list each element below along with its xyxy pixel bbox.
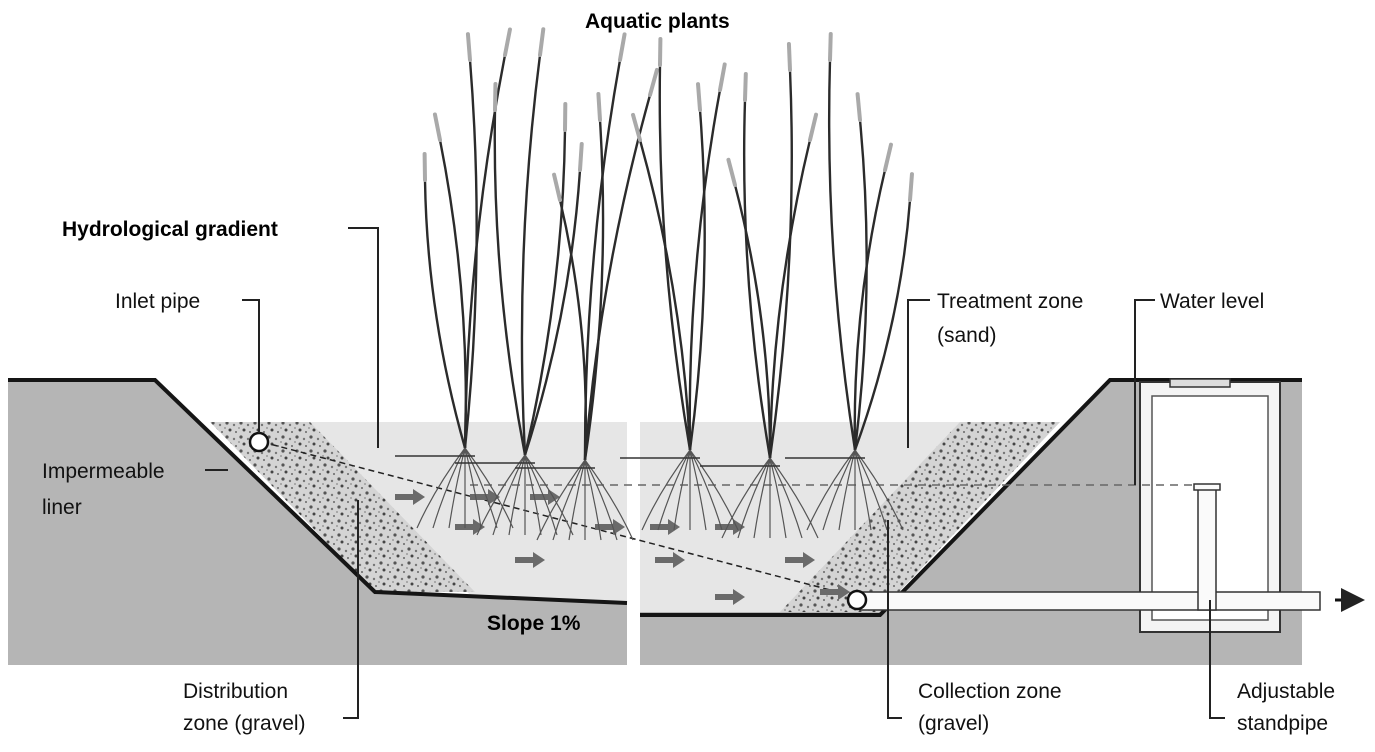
flow-arrow — [820, 584, 850, 600]
reed-flower-spike — [648, 67, 659, 97]
label-adjustable-standpipe-line1: Adjustable — [1237, 680, 1335, 703]
outlet-pipe-opening — [846, 589, 868, 611]
reed-stem — [523, 129, 567, 456]
flow-arrow — [515, 552, 545, 568]
reed-stem — [853, 119, 868, 451]
flow-arrow — [650, 519, 680, 535]
flow-arrow — [595, 519, 625, 535]
reed-stem — [638, 139, 692, 451]
reed-stem — [688, 89, 722, 451]
reed-flower-spike — [552, 172, 562, 202]
flow-arrow — [395, 489, 425, 505]
reed-stem — [558, 199, 588, 461]
label-inlet-pipe: Inlet pipe — [115, 290, 200, 313]
leader-lines — [205, 227, 1225, 719]
ground-left — [8, 380, 627, 665]
flow-arrow — [715, 519, 745, 535]
flow-arrow — [715, 589, 745, 605]
flow-arrow — [785, 552, 815, 568]
label-treatment-zone-line2: (sand) — [937, 324, 997, 347]
reed-stem — [523, 169, 582, 456]
label-distribution-zone-line1: Distribution — [183, 680, 288, 703]
reed-stem — [853, 169, 887, 451]
flow-arrow — [530, 489, 560, 505]
leader-treatment-zone — [907, 299, 930, 448]
collection-zone-gravel — [780, 422, 1060, 612]
leader-distribution-zone — [343, 500, 359, 719]
label-slope: Slope 1% — [487, 612, 581, 635]
reed-flower-spike — [908, 172, 914, 202]
chamber-lid — [1169, 378, 1231, 388]
reed-stem — [583, 119, 605, 461]
reed-flower-spike — [631, 112, 642, 142]
label-impermeable-liner-line1: Impermeable — [42, 460, 165, 483]
reed-flower-spike — [696, 82, 702, 112]
reed-flower-spike — [808, 112, 819, 142]
label-hydrological-gradient: Hydrological gradient — [62, 218, 278, 241]
reed-stem — [827, 59, 857, 451]
reed-flower-spike — [786, 42, 792, 72]
reed-flower-spike — [828, 32, 833, 62]
label-aquatic-plants: Aquatic plants — [585, 10, 730, 33]
leader-hydrological-gradient — [348, 227, 379, 448]
reed-stem — [423, 179, 467, 449]
reed-flower-spike — [618, 32, 627, 62]
reed-flower-spike — [743, 72, 748, 102]
flow-arrow — [455, 519, 485, 535]
impermeable-liner-left — [8, 378, 628, 605]
reed-flower-spike — [578, 142, 584, 172]
label-distribution-zone-line2: zone (gravel) — [183, 712, 306, 735]
distribution-zone-gravel — [210, 422, 475, 592]
label-collection-zone-line1: Collection zone — [918, 680, 1062, 703]
reed-stem — [742, 99, 772, 459]
label-collection-zone-line2: (gravel) — [918, 712, 989, 735]
reed-stem — [853, 199, 912, 451]
reed-stem — [520, 54, 542, 456]
reed-stem — [583, 94, 652, 461]
label-impermeable-liner-line2: liner — [42, 496, 82, 519]
reed-flower-spike — [465, 32, 472, 62]
reed-stem — [493, 109, 527, 456]
reed-stem — [733, 184, 772, 459]
flow-arrow — [470, 489, 500, 505]
leader-adjustable-standpipe — [1209, 600, 1225, 719]
label-adjustable-standpipe-line2: standpipe — [1237, 712, 1328, 735]
flow-arrows — [395, 489, 850, 605]
reed-flower-spike — [596, 92, 602, 122]
reed-stem — [438, 139, 468, 449]
leader-water-level — [1134, 299, 1155, 485]
reed-flower-spike — [538, 27, 546, 57]
reed-stem — [658, 64, 692, 451]
label-treatment-zone-line1: Treatment zone — [937, 290, 1083, 313]
reed-flower-spike — [432, 112, 442, 142]
reed-stem — [768, 69, 793, 459]
reed-flower-spike — [855, 92, 862, 122]
reed-stem — [768, 139, 812, 459]
leader-collection-zone — [887, 520, 902, 719]
reed-flower-spike — [718, 62, 727, 92]
aquatic-plants-reeds — [395, 27, 914, 541]
reed-flower-spike — [503, 27, 512, 57]
flow-arrow — [655, 552, 685, 568]
inlet-pipe-opening — [248, 431, 270, 453]
leader-inlet-pipe — [242, 299, 260, 433]
label-water-level: Water level — [1160, 290, 1264, 313]
reed-stem — [688, 109, 706, 451]
outlet-pipe — [846, 483, 1365, 612]
reed-flower-spike — [883, 142, 893, 172]
reed-flower-spike — [726, 157, 737, 187]
